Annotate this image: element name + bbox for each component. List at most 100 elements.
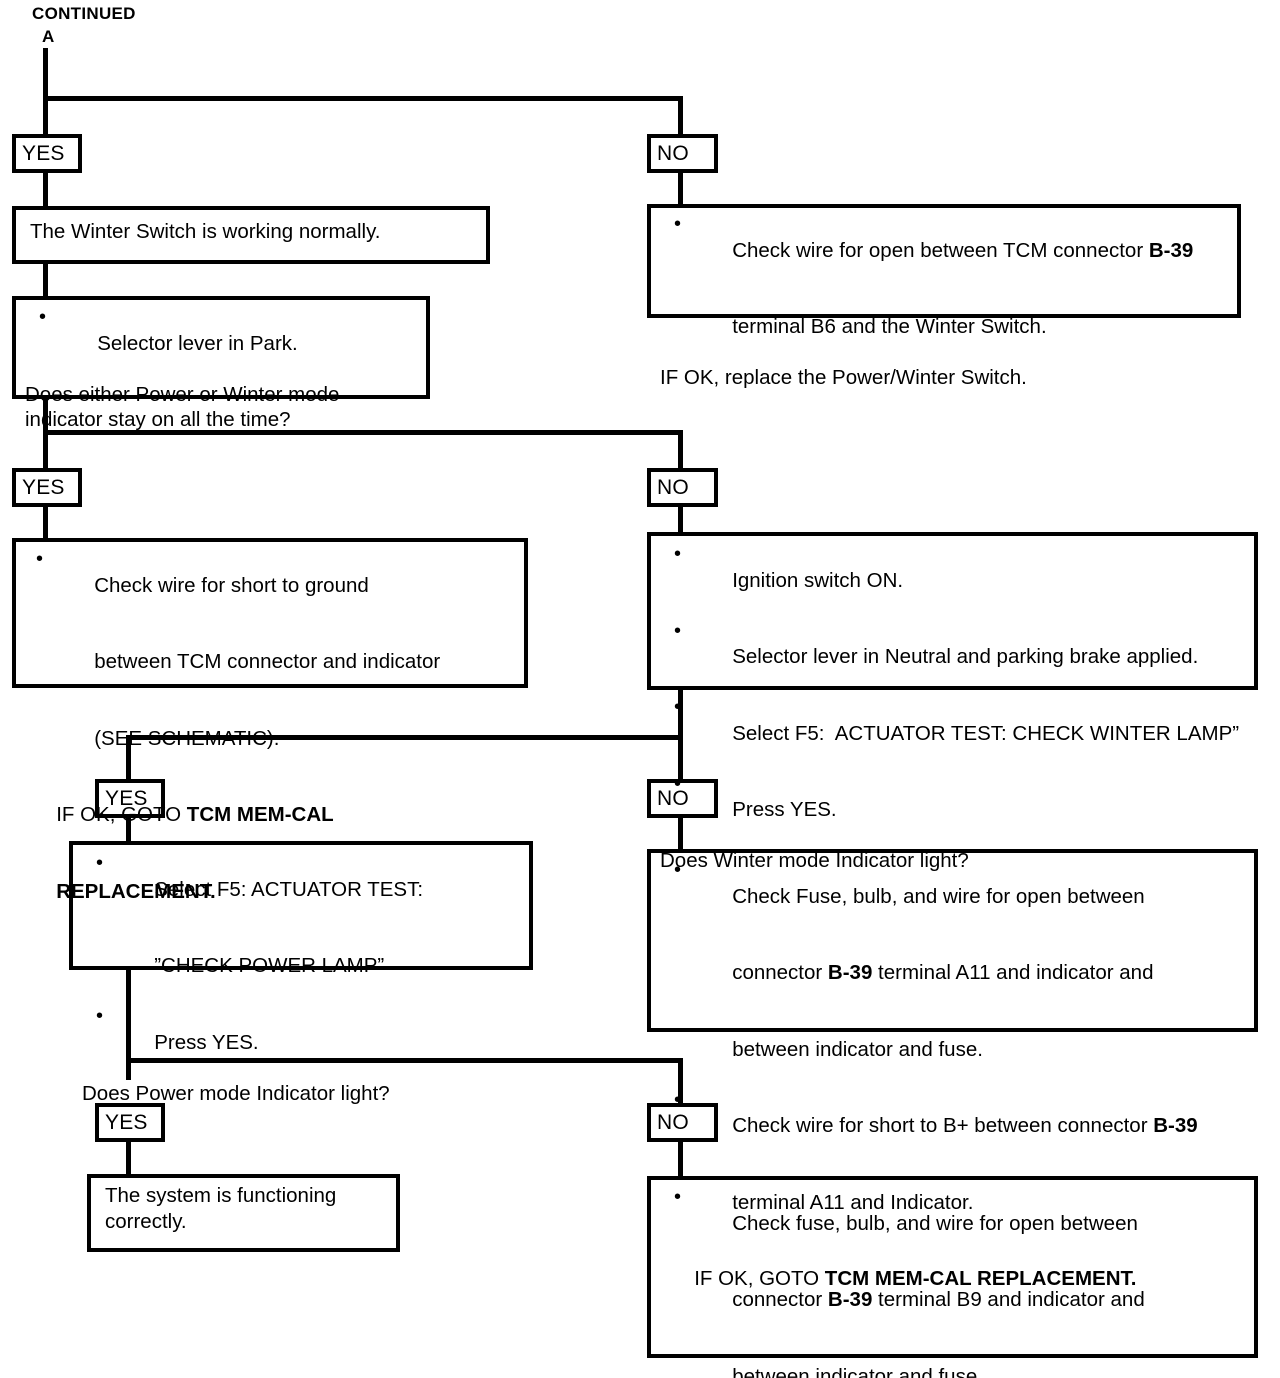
text-line: Does Power mode Indicator light?	[82, 1081, 390, 1105]
bullet-icon: •	[39, 306, 47, 328]
bullet-icon: •	[674, 619, 682, 642]
text-bold-span: TCM MEM-CAL REPLACEMENT.	[824, 1267, 1137, 1290]
text-line: The Winter Switch is working normally.	[30, 220, 381, 243]
text-line: between indicator and fuse.	[660, 1338, 1260, 1378]
text-span: Selector lever in Park.	[97, 331, 298, 355]
text-line: IF OK, replace the Power/Winter Switch.	[660, 366, 1027, 389]
text-line: •Press YES.	[660, 772, 1260, 849]
text-span-2: terminal A11 and indicator and	[872, 961, 1154, 984]
text-span-2: terminal B9 and indicator and	[872, 1288, 1145, 1311]
box-short-to-ground-content: •Check wire for short to ground between …	[22, 547, 527, 930]
bullet-icon: •	[674, 772, 682, 795]
branch-label-no-3[interactable]: NO	[647, 779, 718, 818]
branch-label-text: YES	[105, 786, 148, 810]
text-line: connector B-39 terminal A11 and indicato…	[660, 935, 1260, 1012]
box-power-lamp-test	[69, 841, 533, 970]
text-line: between TCM connector and indicator	[22, 624, 527, 701]
text-span: Check fuse, bulb, and wire for open betw…	[732, 1211, 1138, 1235]
text-span: Press YES.	[154, 1030, 259, 1054]
connector-horizontal-level2	[43, 430, 683, 435]
text-line: terminal B6 and the Winter Switch.	[660, 289, 1240, 366]
text-bold-span: TCM MEM-CAL	[186, 803, 334, 826]
text-span: Selector lever in Neutral and parking br…	[732, 645, 1199, 668]
branch-label-text: YES	[105, 1110, 148, 1134]
bullet-icon: •	[674, 696, 682, 718]
bullet-icon: •	[36, 548, 44, 570]
connector-horizontal-level4	[126, 1058, 683, 1063]
text-span: between indicator and fuse.	[732, 1037, 983, 1061]
text-line: (SEE SCHEMATIC).	[22, 700, 527, 777]
text-line: REPLACEMENT.	[22, 853, 527, 930]
text-line: • Selector lever in Park.	[25, 305, 430, 382]
text-line: ”CHECK POWER LAMP”	[82, 928, 532, 1005]
text-span: Check wire for open between TCM connecto…	[732, 238, 1149, 262]
box-check-a11-content: • Check Fuse, bulb, and wire for open bet…	[660, 858, 1260, 1317]
connector-vertical-level1-right	[678, 96, 683, 138]
text-span: (SEE SCHEMATIC).	[94, 726, 280, 750]
connector-yes3-down	[126, 816, 131, 844]
connector-vertical-a-trunk	[43, 48, 48, 138]
text-line: •Check wire for short to ground	[22, 547, 527, 624]
connector-yes2-down	[43, 504, 48, 540]
branch-label-yes-3[interactable]: YES	[95, 779, 165, 818]
connector-yes1-down	[43, 170, 48, 208]
text-line: IF OK, GOTO TCM MEM-CAL REPLACEMENT.	[660, 1241, 1260, 1318]
branch-label-no-4[interactable]: NO	[647, 1103, 718, 1142]
text-line: connector B-39 terminal B9 and indicator…	[660, 1262, 1260, 1339]
branch-label-text: YES	[22, 141, 65, 165]
branch-label-text: NO	[657, 1110, 689, 1134]
connector-vertical-level4-right	[678, 1058, 683, 1103]
text-span: Select F5: ACTUATOR TEST:	[154, 877, 424, 901]
bullet-icon: •	[96, 852, 104, 874]
connector-winterok-to-park	[43, 264, 48, 298]
text-span: IF OK, GOTO	[56, 803, 187, 826]
branch-label-yes-4[interactable]: YES	[95, 1103, 165, 1142]
text-line: • Ignition switch ON.	[660, 542, 1260, 619]
connector-horizontal-level1	[43, 96, 683, 101]
text-bold-span: B-39	[827, 1288, 873, 1311]
box-system-ok-content: The system is functioning correctly.	[105, 1183, 405, 1234]
text-line: • Selector lever in Neutral and parking b…	[660, 619, 1260, 696]
bullet-icon: •	[674, 543, 682, 565]
box-winter-switch-ok	[12, 206, 490, 264]
branch-label-no-1[interactable]: NO	[647, 134, 718, 173]
bullet-icon: •	[674, 213, 682, 235]
text-span: Check Fuse, bulb, and wire for open betw…	[732, 884, 1145, 908]
text-span: Ignition switch ON.	[732, 568, 904, 592]
text-span: Check wire for short to B+ between conne…	[732, 1114, 1154, 1137]
bullet-icon: •	[674, 859, 682, 881]
connector-horizontal-level3	[126, 735, 683, 740]
branch-label-yes-1[interactable]: YES	[12, 134, 82, 173]
text-line: The system is functioning	[105, 1184, 337, 1207]
text-line: terminal A11 and Indicator.	[660, 1164, 1260, 1241]
text-span: between indicator and fuse.	[732, 1364, 983, 1378]
connector-no4-down	[678, 1140, 683, 1176]
text-line: correctly.	[105, 1209, 187, 1233]
box-short-to-ground	[12, 538, 528, 688]
continued-label: CONTINUED	[32, 4, 136, 23]
text-line: • Check Fuse, bulb, and wire for open bet…	[660, 858, 1260, 935]
branch-label-yes-2[interactable]: YES	[12, 468, 82, 507]
box-check-open-b6-content: • Check wire for open between TCM connect…	[660, 212, 1240, 391]
branch-label-text: NO	[657, 475, 689, 499]
text-span: terminal B6 and the Winter Switch.	[732, 315, 1047, 338]
text-span: connector	[732, 961, 828, 984]
box-check-open-b6	[647, 204, 1241, 318]
box-system-ok	[87, 1174, 400, 1252]
connector-vertical-level2-right	[678, 430, 683, 471]
text-line: Does either Power or Winter mode	[25, 382, 340, 406]
connector-no1-down	[678, 170, 683, 208]
box-winter-lamp-test	[647, 532, 1258, 690]
bullet-icon: •	[96, 1005, 104, 1027]
connector-no2-down	[678, 504, 683, 534]
text-span: Select F5: ACTUATOR TEST: CHECK WINTER L…	[732, 721, 1240, 745]
text-span: between TCM connector and indicator	[94, 650, 441, 673]
box-winter-switch-ok-content: The Winter Switch is working normally.	[30, 219, 480, 245]
branch-label-no-2[interactable]: NO	[647, 468, 718, 507]
box-winter-lamp-test-content: • Ignition switch ON. • Selector lever in …	[660, 542, 1260, 874]
text-line: •Check fuse, bulb, and wire for open bet…	[660, 1185, 1260, 1262]
connector-a-label: A	[42, 27, 55, 46]
connector-yes4-down	[126, 1140, 131, 1176]
branch-label-text: NO	[657, 786, 689, 810]
